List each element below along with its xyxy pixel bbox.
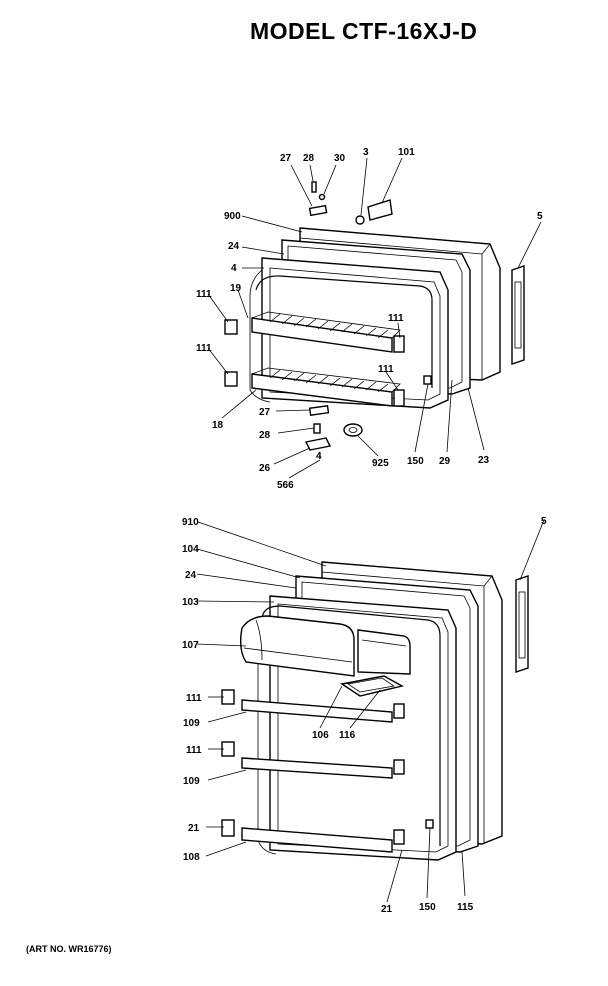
freezer-upper-shelf — [251, 311, 405, 353]
callout-111: 111 — [378, 364, 394, 375]
compartment-door-pieces — [340, 675, 404, 697]
callout-111: 111 — [388, 313, 404, 324]
callout-24: 24 — [228, 241, 240, 252]
fresh-food-door-stop — [425, 819, 434, 829]
callout-30: 30 — [334, 153, 346, 164]
callout-900: 900 — [224, 211, 241, 222]
callout-566: 566 — [277, 480, 294, 491]
callout-150: 150 — [419, 902, 436, 913]
art-number: (ART NO. WR16776) — [26, 944, 112, 954]
callout-116: 116 — [339, 730, 356, 741]
fresh-food-door-handle — [515, 575, 529, 673]
callout-104: 104 — [182, 544, 199, 555]
callout-21: 21 — [381, 904, 393, 915]
dairy-compartment — [239, 615, 411, 677]
callout-21: 21 — [188, 823, 200, 834]
callout-3: 3 — [363, 147, 369, 158]
callout-108: 108 — [183, 852, 200, 863]
freezer-shelf-retainer-upper — [224, 319, 238, 335]
callout-910: 910 — [182, 517, 199, 528]
callout-4: 4 — [231, 263, 237, 274]
door-shelf-bar-middle — [241, 757, 405, 779]
freezer-door-stop — [423, 375, 432, 385]
callout-101: 101 — [398, 147, 415, 158]
callout-23: 23 — [478, 455, 490, 466]
freezer-bottom-hardware — [304, 404, 363, 451]
door-shelf-bar-upper — [241, 699, 405, 723]
callout-28: 28 — [259, 430, 271, 441]
callout-111: 111 — [186, 745, 202, 756]
callout-4: 4 — [316, 451, 322, 462]
fresh-food-shelf-retainer-lower — [221, 819, 235, 837]
freezer-shelf-retainer-lower — [224, 371, 238, 387]
callout-107: 107 — [182, 640, 199, 651]
callout-28: 28 — [303, 153, 315, 164]
callout-29: 29 — [439, 456, 451, 467]
callout-5: 5 — [537, 211, 543, 222]
callout-27: 27 — [259, 407, 271, 418]
callout-103: 103 — [182, 597, 199, 608]
callout-109: 109 — [183, 718, 200, 729]
fresh-food-door-assembly: 910 104 24 103 107 111 109 111 109 21 10… — [182, 516, 547, 915]
callout-115: 115 — [457, 902, 474, 913]
model-title: MODEL CTF-16XJ-D — [250, 18, 478, 44]
freezer-door-handle — [511, 265, 525, 365]
callout-18: 18 — [212, 420, 224, 431]
callout-150: 150 — [407, 456, 424, 467]
callout-5: 5 — [541, 516, 547, 527]
callout-24: 24 — [185, 570, 197, 581]
callout-111: 111 — [186, 693, 202, 704]
callout-109: 109 — [183, 776, 200, 787]
callout-111: 111 — [196, 289, 212, 300]
freezer-door-assembly: 27 28 30 3 101 900 24 4 5 111 19 111 111… — [196, 147, 543, 491]
callout-26: 26 — [259, 463, 271, 474]
callout-925: 925 — [372, 458, 389, 469]
callout-27: 27 — [280, 153, 292, 164]
callout-106: 106 — [312, 730, 329, 741]
callout-19: 19 — [230, 283, 242, 294]
freezer-top-hardware — [308, 181, 393, 225]
freezer-lower-shelf — [251, 367, 405, 407]
door-shelf-bar-lower — [241, 827, 405, 853]
callout-111: 111 — [196, 343, 212, 354]
